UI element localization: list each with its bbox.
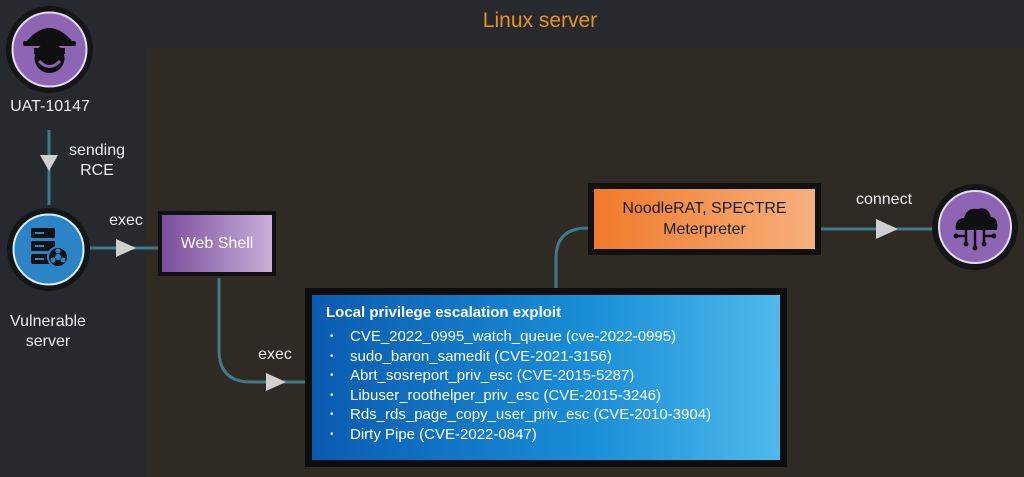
lpe-exploit-item: sudo_baron_samedit (CVE-2021-3156) xyxy=(326,347,766,367)
victim-label-line2: server xyxy=(25,333,71,350)
victim-node xyxy=(7,208,90,291)
cloud-node xyxy=(932,184,1018,270)
edge-label-exec-2: exec xyxy=(258,346,292,363)
lpe-exploit-list: CVE_2022_0995_watch_queue (cve-2022-0995… xyxy=(326,327,766,444)
lpe-box: Local privilege escalation exploit CVE_2… xyxy=(305,288,787,467)
connector-lpe-rat xyxy=(554,226,589,288)
edge-label-exec-1: exec xyxy=(109,212,143,229)
rat-line1: NoodleRAT, SPECTRE xyxy=(622,200,787,217)
edge-label-sending-line2: RCE xyxy=(80,162,114,179)
arrow-sending xyxy=(40,155,58,171)
region-title: Linux server xyxy=(482,9,598,32)
actor-node xyxy=(6,6,93,93)
lpe-exploit-item: Libuser_roothelper_priv_esc (CVE-2015-32… xyxy=(326,386,766,406)
rat-line2: Meterpreter xyxy=(663,221,746,238)
server-biohazard-icon xyxy=(12,213,85,286)
lpe-title: Local privilege escalation exploit xyxy=(326,304,562,321)
edge-label-sending-line1: sending xyxy=(68,142,126,159)
arrow-exec-1 xyxy=(116,239,136,257)
cloud-network-icon xyxy=(938,190,1012,264)
lpe-exploit-item: CVE_2022_0995_watch_queue (cve-2022-0995… xyxy=(326,327,766,347)
arrow-exec-2 xyxy=(266,373,286,391)
edge-label-connect: connect xyxy=(855,191,913,208)
hacker-icon xyxy=(11,11,88,88)
victim-label-line1: Vulnerable xyxy=(10,313,86,330)
edge-label-sending: sending RCE xyxy=(62,141,132,181)
arrow-connect xyxy=(876,219,898,239)
webshell-label: Web Shell xyxy=(162,215,272,272)
rat-node: NoodleRAT, SPECTRE Meterpreter xyxy=(588,183,821,255)
connector-webshell-lpe xyxy=(217,278,305,384)
actor-label: UAT-10147 xyxy=(10,98,90,115)
lpe-exploit-item: Abrt_sosreport_priv_esc (CVE-2015-5287) xyxy=(326,366,766,386)
lpe-exploit-item: Dirty Pipe (CVE-2022-0847) xyxy=(326,425,766,445)
webshell-node: Web Shell xyxy=(158,211,276,276)
lpe-exploit-item: Rds_rds_page_copy_user_priv_esc (CVE-201… xyxy=(326,405,766,425)
victim-label: Vulnerable server xyxy=(0,312,96,352)
